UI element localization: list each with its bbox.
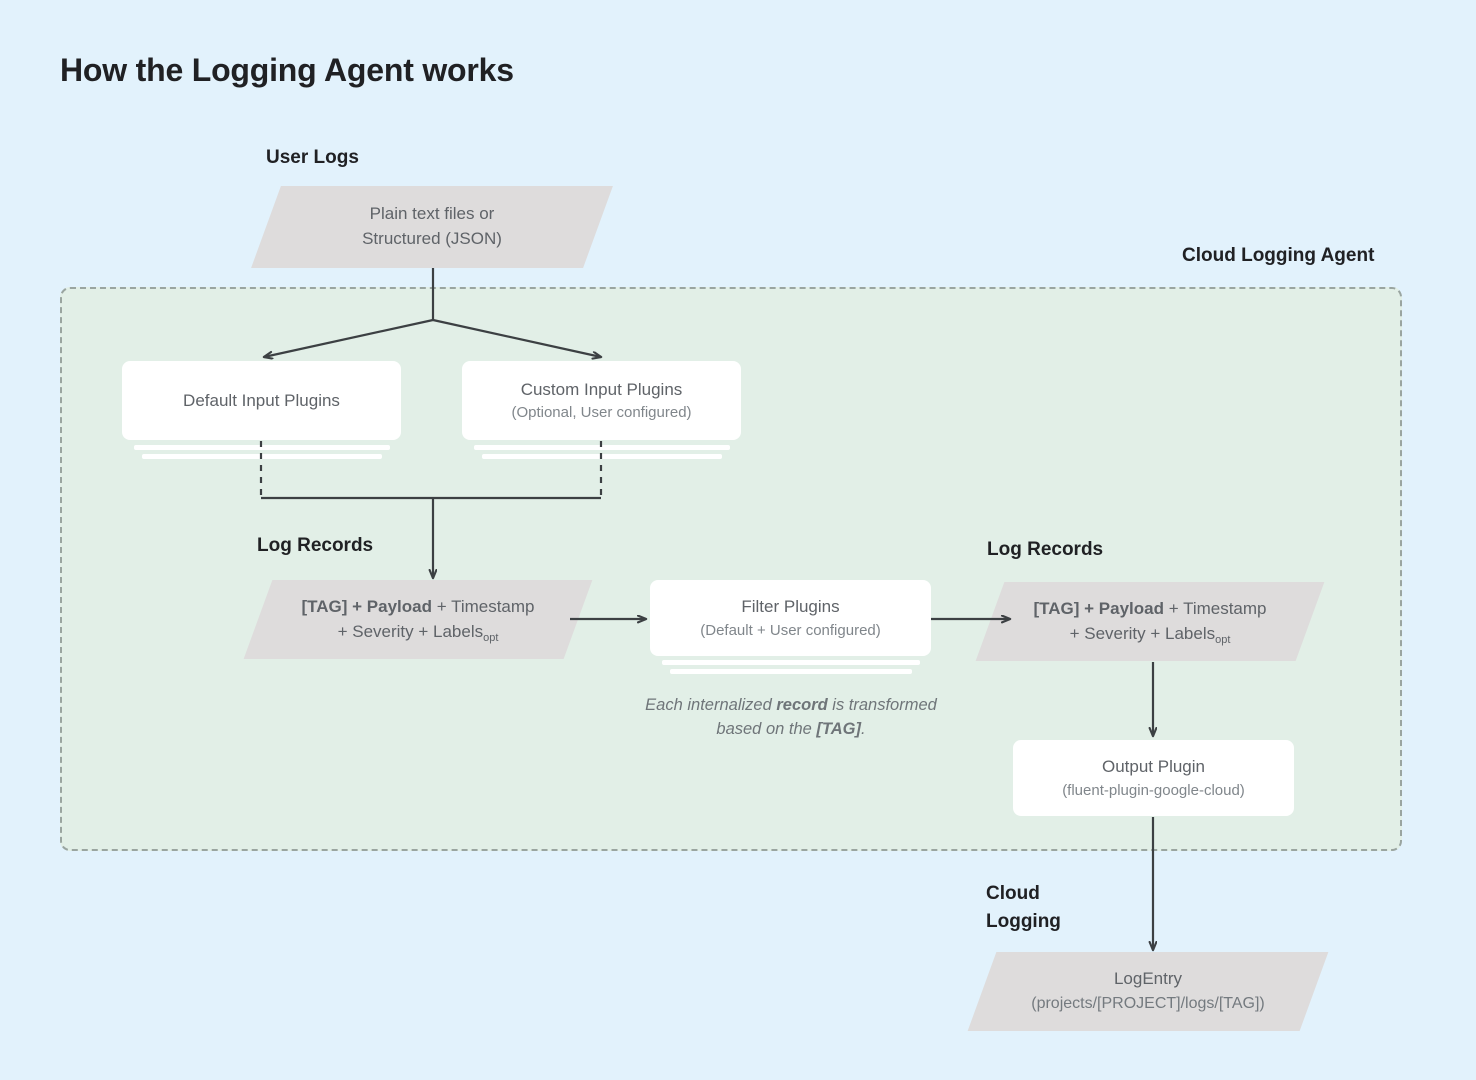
filter-plugins-card[interactable]: Filter Plugins (Default + User configure… <box>650 580 931 656</box>
custom-input-plugins-stack-bar-2 <box>482 454 722 459</box>
log-record-left-prefix: [TAG] + Payload <box>301 596 432 616</box>
log-record-left-line2: + Severity + Labels <box>337 621 484 641</box>
log-records-right-label: Log Records <box>987 539 1104 560</box>
output-plugin-card[interactable]: Output Plugin (fluent-plugin-google-clou… <box>1013 740 1294 816</box>
log-record-right-line1-rest: + Timestamp <box>1164 598 1267 618</box>
caption-bold-tag: [TAG] <box>816 719 861 738</box>
output-plugin-subtitle: (fluent-plugin-google-cloud) <box>1062 781 1245 799</box>
user-logs-source-node[interactable]: Plain text files or Structured (JSON) <box>251 186 613 268</box>
user-logs-source-line1: Plain text files or <box>369 204 495 224</box>
page-title: How the Logging Agent works <box>60 52 514 88</box>
default-input-plugins-title: Default Input Plugins <box>183 390 340 410</box>
custom-input-plugins-card[interactable]: Custom Input Plugins (Optional, User con… <box>462 361 741 440</box>
log-record-right-node[interactable]: [TAG] + Payload + Timestamp + Severity +… <box>975 582 1325 661</box>
caption-part3: . <box>861 719 866 738</box>
log-record-left-node[interactable]: [TAG] + Payload + Timestamp + Severity +… <box>243 580 593 659</box>
custom-input-plugins-title: Custom Input Plugins <box>520 379 683 399</box>
log-entry-subtitle: (projects/[PROJECT]/logs/[TAG]) <box>1031 994 1265 1012</box>
user-logs-source-line2: Structured (JSON) <box>362 229 502 248</box>
filter-plugins-stack-bar-1 <box>662 660 920 665</box>
log-records-left-label: Log Records <box>257 535 374 556</box>
cloud-logging-label: Cloud Logging <box>986 883 1061 932</box>
caption-part1: Each internalized <box>645 696 777 714</box>
filter-plugins-stack-bar-2 <box>670 669 912 674</box>
log-record-right-prefix: [TAG] + Payload <box>1033 598 1164 618</box>
log-record-right-line2-sub: opt <box>1215 633 1231 646</box>
log-record-left-line2-sub: opt <box>483 631 499 644</box>
output-plugin-title: Output Plugin <box>1101 757 1205 776</box>
log-entry-node[interactable]: LogEntry (projects/[PROJECT]/logs/[TAG]) <box>967 952 1329 1031</box>
default-input-plugins-card[interactable]: Default Input Plugins <box>122 361 401 440</box>
caption-bold-record: record <box>776 696 828 714</box>
log-record-left-line1-rest: + Timestamp <box>432 596 535 616</box>
custom-input-plugins-stack-bar-1 <box>474 445 730 450</box>
filter-plugins-caption: Each internalized record is transformed … <box>630 694 952 742</box>
caption-part2: is transformed based on the <box>716 696 937 738</box>
log-entry-title: LogEntry <box>1113 969 1183 989</box>
custom-input-plugins-subtitle: (Optional, User configured) <box>511 404 692 421</box>
filter-plugins-title: Filter Plugins <box>741 597 840 616</box>
cloud-logging-agent-label: Cloud Logging Agent <box>1182 245 1375 266</box>
default-input-plugins-stack-bar-2 <box>142 454 382 459</box>
user-logs-label: User Logs <box>266 147 359 168</box>
log-record-right-line2: + Severity + Labels <box>1069 623 1216 643</box>
default-input-plugins-stack-bar-1 <box>134 445 390 450</box>
filter-plugins-subtitle: (Default + User configured) <box>700 621 881 639</box>
